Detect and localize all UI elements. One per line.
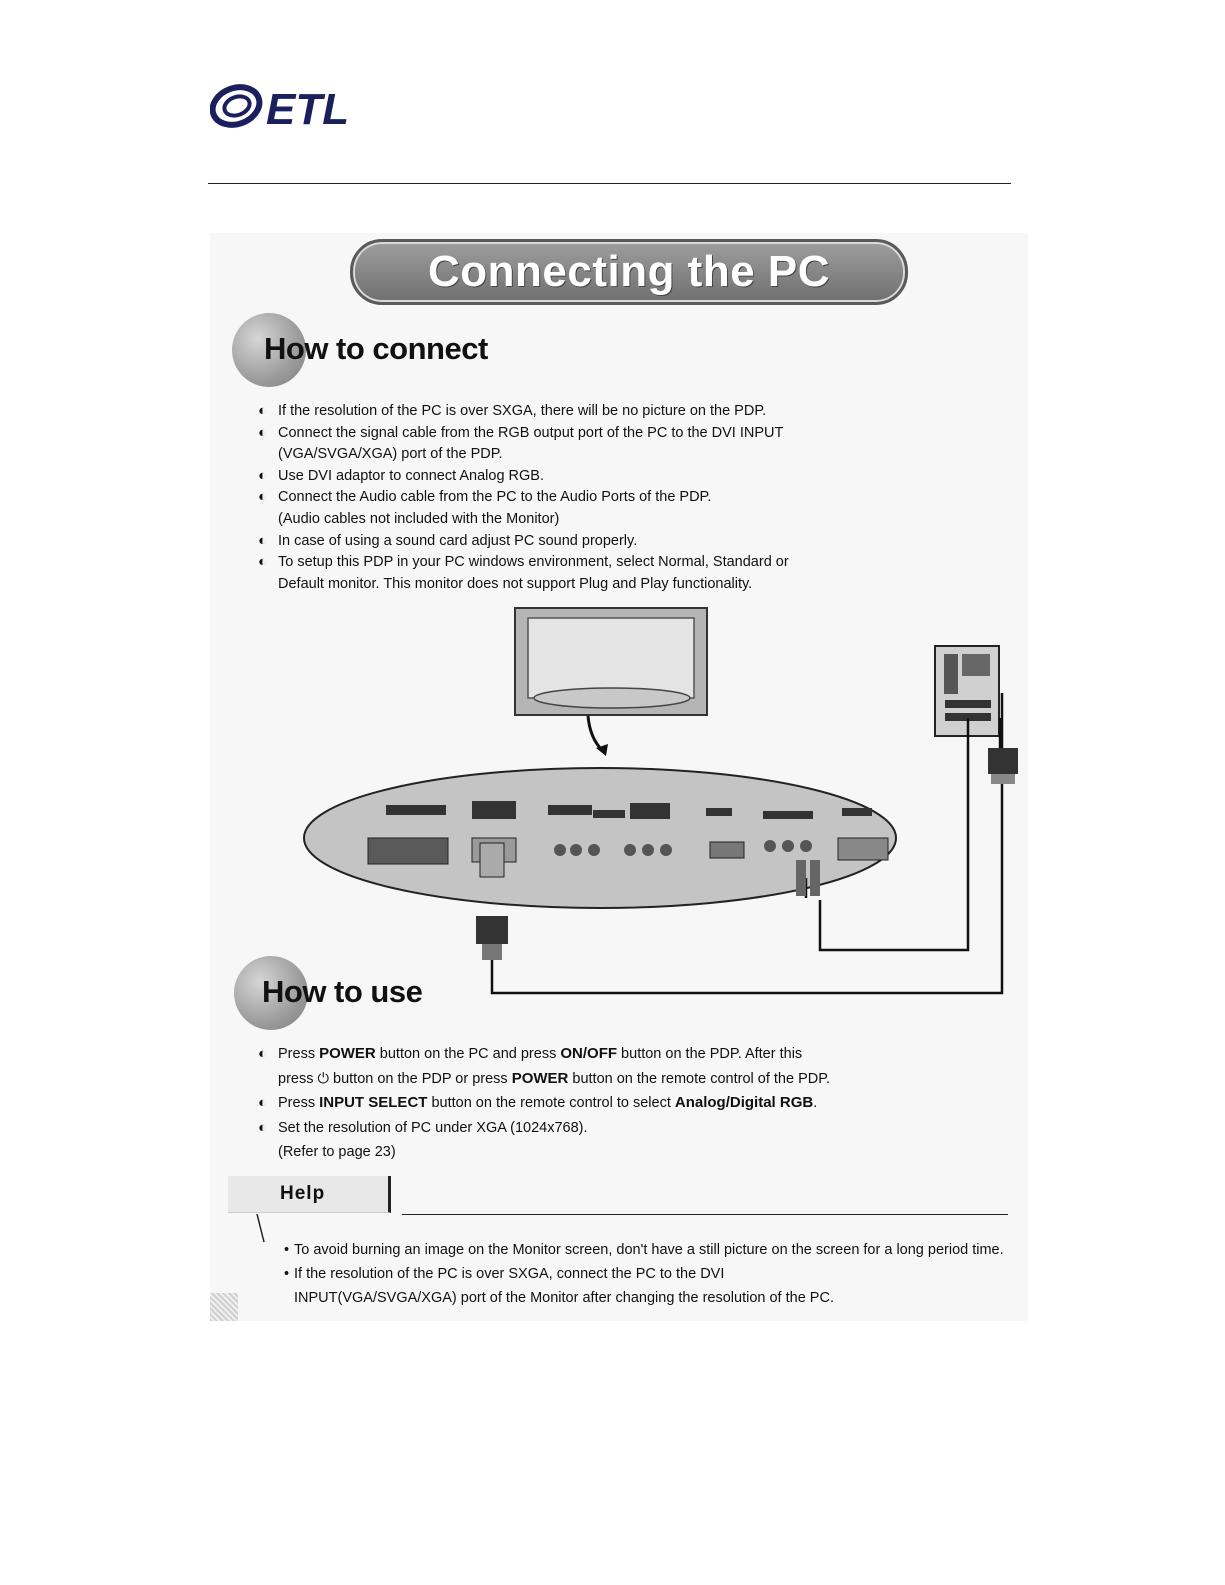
list-item: ◐ Press POWER button on the PC and press… (258, 1042, 958, 1091)
list-item: ◐ In case of using a sound card adjust P… (258, 531, 958, 553)
help-tail-icon (256, 1214, 265, 1243)
plasma-display-icon (514, 607, 708, 756)
bullet-icon: ◐ (258, 424, 267, 441)
content-panel: Connecting the PC How to connect ◐ If th… (210, 233, 1028, 1321)
etl-logo: ETL (210, 80, 370, 132)
list-item: ◐ Set the resolution of PC under XGA (10… (258, 1116, 958, 1165)
bullet-icon: ◐ (258, 554, 267, 571)
list-item: • If the resolution of the PC is over SX… (284, 1262, 1024, 1310)
corner-shade (210, 1293, 238, 1321)
list-item: ◐ Press INPUT SELECT button on the remot… (258, 1091, 958, 1116)
bullet-icon: ◐ (258, 403, 267, 419)
connection-diagram (303, 607, 1018, 995)
section-heading: How to use (262, 974, 423, 1009)
help-notes: • To avoid burning an image on the Monit… (284, 1238, 1024, 1310)
list-item: • To avoid burning an image on the Monit… (284, 1238, 1024, 1262)
use-instructions: ◐ Press POWER button on the PC and press… (258, 1042, 958, 1165)
section-ball-icon (232, 313, 306, 387)
header-rule (208, 183, 1011, 184)
cable-connector-icon (476, 748, 1018, 960)
list-item: ◐ Connect the signal cable from the RGB … (258, 424, 784, 463)
page-title: Connecting the PC (427, 247, 831, 296)
section-how-to-use: How to use (234, 956, 554, 1030)
help-rule (402, 1214, 1008, 1215)
power-icon: ⏻ (317, 1070, 329, 1087)
bullet-icon: ◐ (258, 1119, 267, 1136)
pc-tower-icon (934, 645, 1000, 737)
etl-logo-icon: ETL (210, 84, 349, 132)
bullet-icon: ◐ (258, 532, 267, 549)
logo-text: ETL (266, 85, 349, 132)
bullet-icon: • (284, 1266, 290, 1282)
section-heading: How to connect (264, 331, 488, 366)
list-item: ◐ Use DVI adaptor to connect Analog RGB. (258, 466, 958, 488)
section-ball-icon (234, 956, 308, 1030)
connect-instructions: ◐ If the resolution of the PC is over SX… (258, 401, 958, 595)
section-how-to-connect: How to connect (232, 313, 552, 387)
list-item: ◐ Connect the Audio cable from the PC to… (258, 489, 712, 527)
bullet-icon: ◐ (258, 467, 267, 484)
help-label: Help (280, 1183, 326, 1204)
list-item: ◐ To setup this PDP in your PC windows e… (258, 554, 789, 592)
page-title-banner: Connecting the PC (350, 239, 908, 305)
help-tab: Help (228, 1176, 391, 1213)
bullet-icon: ◐ (258, 1046, 267, 1062)
bullet-icon: ◐ (258, 489, 267, 506)
bullet-icon: • (284, 1242, 290, 1258)
bullet-icon: ◐ (258, 1095, 267, 1111)
list-item: ◐ If the resolution of the PC is over SX… (258, 401, 958, 423)
